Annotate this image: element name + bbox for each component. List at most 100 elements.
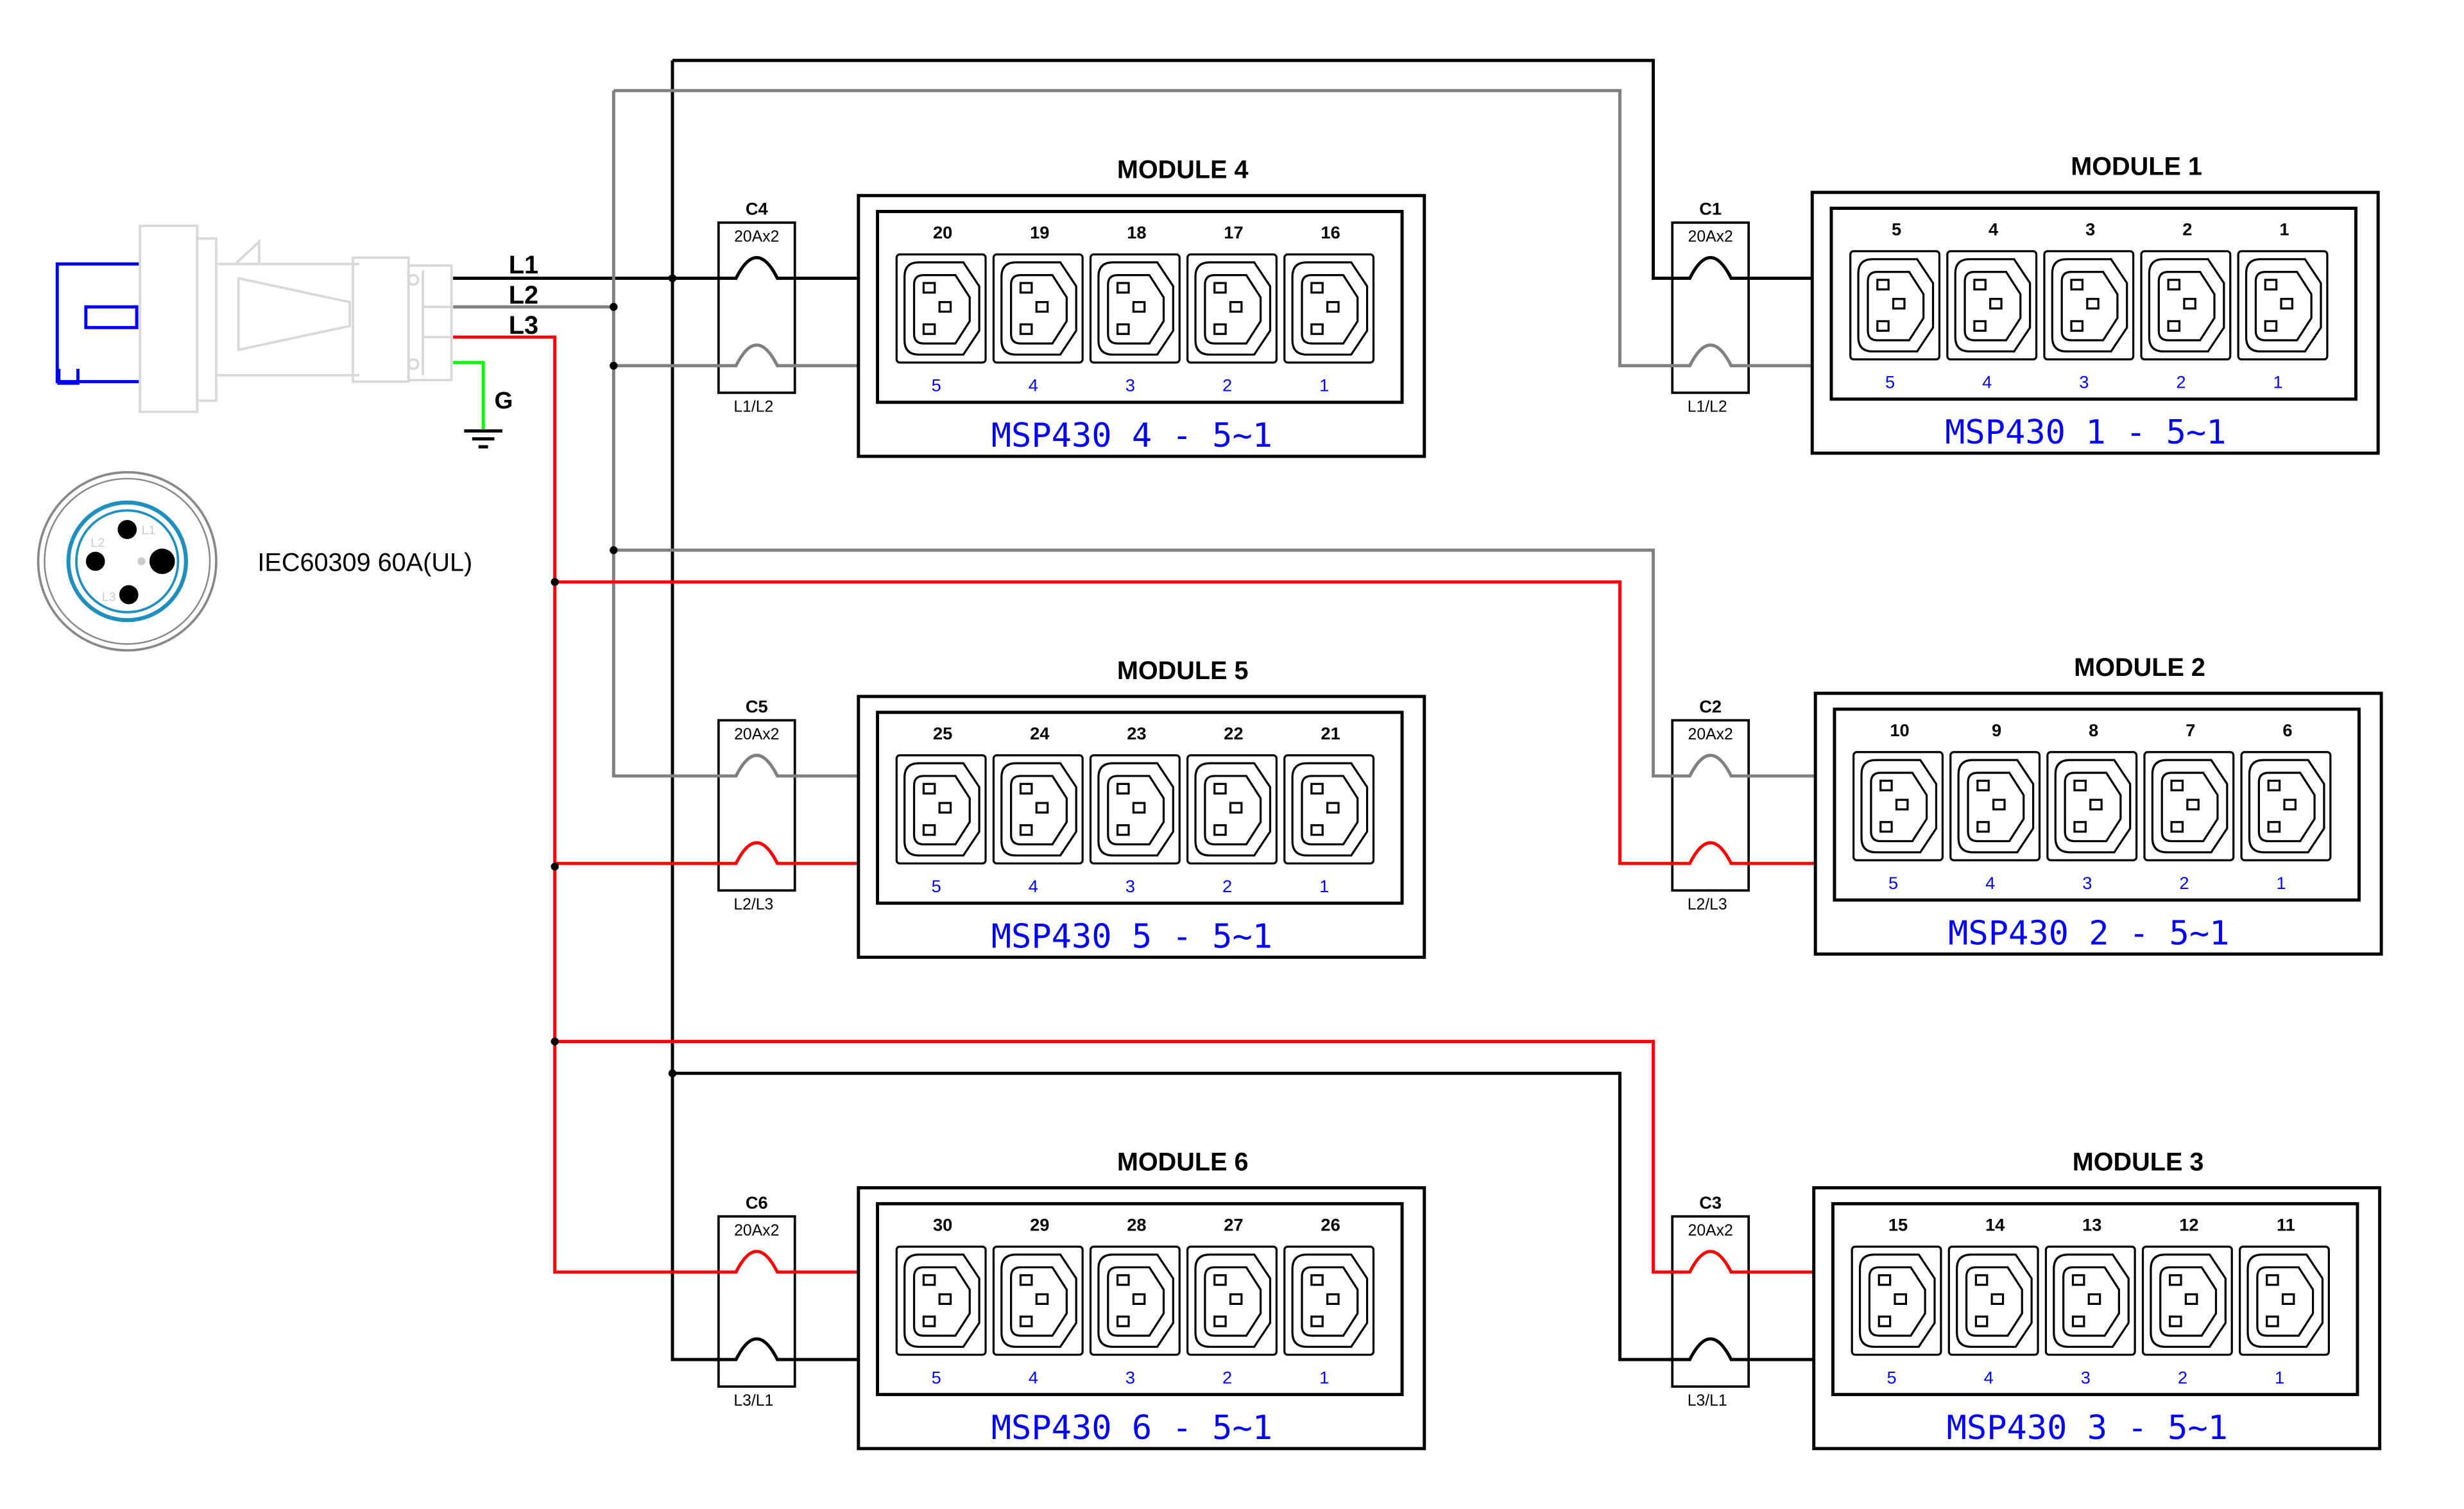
line-label-l1: L1 bbox=[509, 251, 538, 279]
c13-outlet-icon[interactable] bbox=[895, 754, 987, 865]
breaker-rating: 20Ax2 bbox=[1688, 1222, 1733, 1239]
c13-outlet-icon[interactable] bbox=[2043, 250, 2135, 361]
c13-outlet-icon[interactable] bbox=[2237, 250, 2329, 361]
c13-outlet-icon[interactable] bbox=[1283, 754, 1375, 865]
breaker-id: C4 bbox=[746, 198, 769, 218]
outlet-port-number: 2 bbox=[2178, 1367, 2187, 1387]
outlet-port-number: 5 bbox=[1887, 1367, 1897, 1387]
module-label: MSP430 5 - 5~1 bbox=[991, 917, 1272, 956]
outlet-port-number: 1 bbox=[1319, 876, 1329, 896]
c13-outlet-icon[interactable] bbox=[1089, 754, 1181, 865]
c13-outlet-icon[interactable] bbox=[1947, 1245, 2039, 1356]
outlet-port-number: 4 bbox=[1029, 876, 1038, 896]
outlet-number: 23 bbox=[1127, 723, 1146, 743]
outlet-number: 15 bbox=[1888, 1214, 1908, 1234]
breaker-contact bbox=[1669, 343, 1813, 368]
c13-outlet-icon[interactable] bbox=[1946, 250, 2038, 361]
module-label: MSP430 2 - 5~1 bbox=[1948, 915, 2229, 953]
line-label-l2: L2 bbox=[509, 281, 538, 309]
outlet-port-number: 4 bbox=[1029, 375, 1038, 395]
c13-outlet-icon[interactable] bbox=[1283, 253, 1375, 364]
c13-outlet-icon[interactable] bbox=[2143, 751, 2235, 861]
outlet-port-number: 1 bbox=[2273, 372, 2283, 392]
c13-outlet-icon[interactable] bbox=[895, 253, 987, 364]
c13-outlet-icon[interactable] bbox=[1089, 1245, 1181, 1356]
outlet-number: 9 bbox=[1992, 720, 2001, 740]
outlet-number: 5 bbox=[1892, 220, 1901, 239]
c13-outlet-icon[interactable] bbox=[2141, 1245, 2233, 1356]
breaker-contact bbox=[715, 754, 859, 778]
line-label-l3: L3 bbox=[509, 311, 538, 340]
outlet-number: 18 bbox=[1127, 223, 1146, 243]
outlet-number: 3 bbox=[2085, 220, 2095, 239]
c13-outlet-icon[interactable] bbox=[2240, 751, 2332, 861]
module-label: MSP430 1 - 5~1 bbox=[1945, 413, 2226, 452]
c13-outlet-icon[interactable] bbox=[2046, 751, 2138, 861]
breaker-phases: L3/L1 bbox=[733, 1392, 773, 1410]
outlet-port-number: 4 bbox=[1984, 1367, 1994, 1387]
c13-outlet-icon[interactable] bbox=[1949, 751, 2041, 861]
module-outlet-panel bbox=[1831, 1202, 2359, 1397]
ground-label: G bbox=[495, 387, 513, 414]
breaker-id: C5 bbox=[746, 696, 768, 716]
module-outer-box bbox=[857, 694, 1426, 959]
module-title: MODULE 5 bbox=[1117, 657, 1249, 685]
c13-outlet-icon[interactable] bbox=[1186, 754, 1278, 865]
outlet-port-number: 5 bbox=[932, 876, 941, 896]
c13-outlet-icon[interactable] bbox=[1849, 250, 1941, 361]
breaker-contact bbox=[715, 343, 859, 368]
outlet-port-number: 1 bbox=[1319, 375, 1329, 395]
breaker-id: C2 bbox=[1699, 696, 1722, 716]
socket-pin-l3: L3 bbox=[102, 590, 116, 604]
c13-outlet-icon[interactable] bbox=[992, 253, 1084, 364]
breaker-contact bbox=[1669, 1250, 1814, 1274]
breaker-phases: L3/L1 bbox=[1688, 1392, 1727, 1410]
outlet-port-number: 4 bbox=[1982, 372, 1992, 392]
c13-outlet-icon[interactable] bbox=[1851, 1245, 1942, 1356]
breaker-rating: 20Ax2 bbox=[734, 229, 779, 246]
breakers: C420Ax2L1/L2C120Ax2L1/L2C520Ax2L2/L3C220… bbox=[715, 198, 1816, 1410]
outlet-port-number: 3 bbox=[2081, 1367, 2091, 1387]
c13-outlet-icon[interactable] bbox=[1186, 1245, 1278, 1356]
module-outlet-panel bbox=[1833, 707, 2361, 902]
breaker-id: C6 bbox=[746, 1193, 768, 1212]
outlet-port-number: 4 bbox=[1985, 873, 1995, 893]
outlet-port-number: 1 bbox=[2275, 1367, 2284, 1387]
outlet-number: 19 bbox=[1030, 223, 1049, 243]
c13-outlet-icon[interactable] bbox=[2044, 1245, 2136, 1356]
outlet-number: 24 bbox=[1030, 723, 1050, 743]
outlet-number: 22 bbox=[1224, 723, 1243, 743]
breaker-phases: L2/L3 bbox=[733, 896, 773, 913]
outlet-port-number: 3 bbox=[1125, 876, 1135, 896]
breaker-contact bbox=[715, 256, 859, 280]
outlet-number: 12 bbox=[2179, 1214, 2198, 1234]
c13-outlet-icon[interactable] bbox=[2239, 1245, 2330, 1356]
outlet-number: 6 bbox=[2282, 720, 2292, 740]
outlet-port-number: 5 bbox=[932, 1367, 941, 1387]
c13-outlet-icon[interactable] bbox=[1186, 253, 1278, 364]
outlet-port-number: 2 bbox=[1222, 1367, 1232, 1387]
c13-outlet-icon[interactable] bbox=[2140, 250, 2232, 361]
outlet-port-number: 5 bbox=[1888, 873, 1898, 893]
outlet-port-number: 2 bbox=[2179, 873, 2189, 893]
c13-outlet-icon[interactable] bbox=[1283, 1245, 1375, 1356]
breaker-rating: 20Ax2 bbox=[1688, 229, 1733, 246]
c13-outlet-icon[interactable] bbox=[895, 1245, 987, 1356]
breaker-contact bbox=[1669, 256, 1813, 280]
breaker-rating: 20Ax2 bbox=[734, 726, 779, 743]
breaker-contact bbox=[715, 1250, 859, 1274]
module-title: MODULE 1 bbox=[2071, 153, 2202, 181]
outlet-number: 4 bbox=[1989, 220, 1999, 239]
c13-outlet-icon[interactable] bbox=[992, 754, 1084, 865]
c13-outlet-icon[interactable] bbox=[1852, 751, 1944, 861]
c13-outlet-icon[interactable] bbox=[1089, 253, 1181, 364]
socket-pin-l1: L1 bbox=[142, 523, 156, 537]
c13-outlet-icon[interactable] bbox=[992, 1245, 1084, 1356]
breaker-contact bbox=[715, 1337, 859, 1361]
outlet-port-number: 3 bbox=[1125, 375, 1135, 395]
